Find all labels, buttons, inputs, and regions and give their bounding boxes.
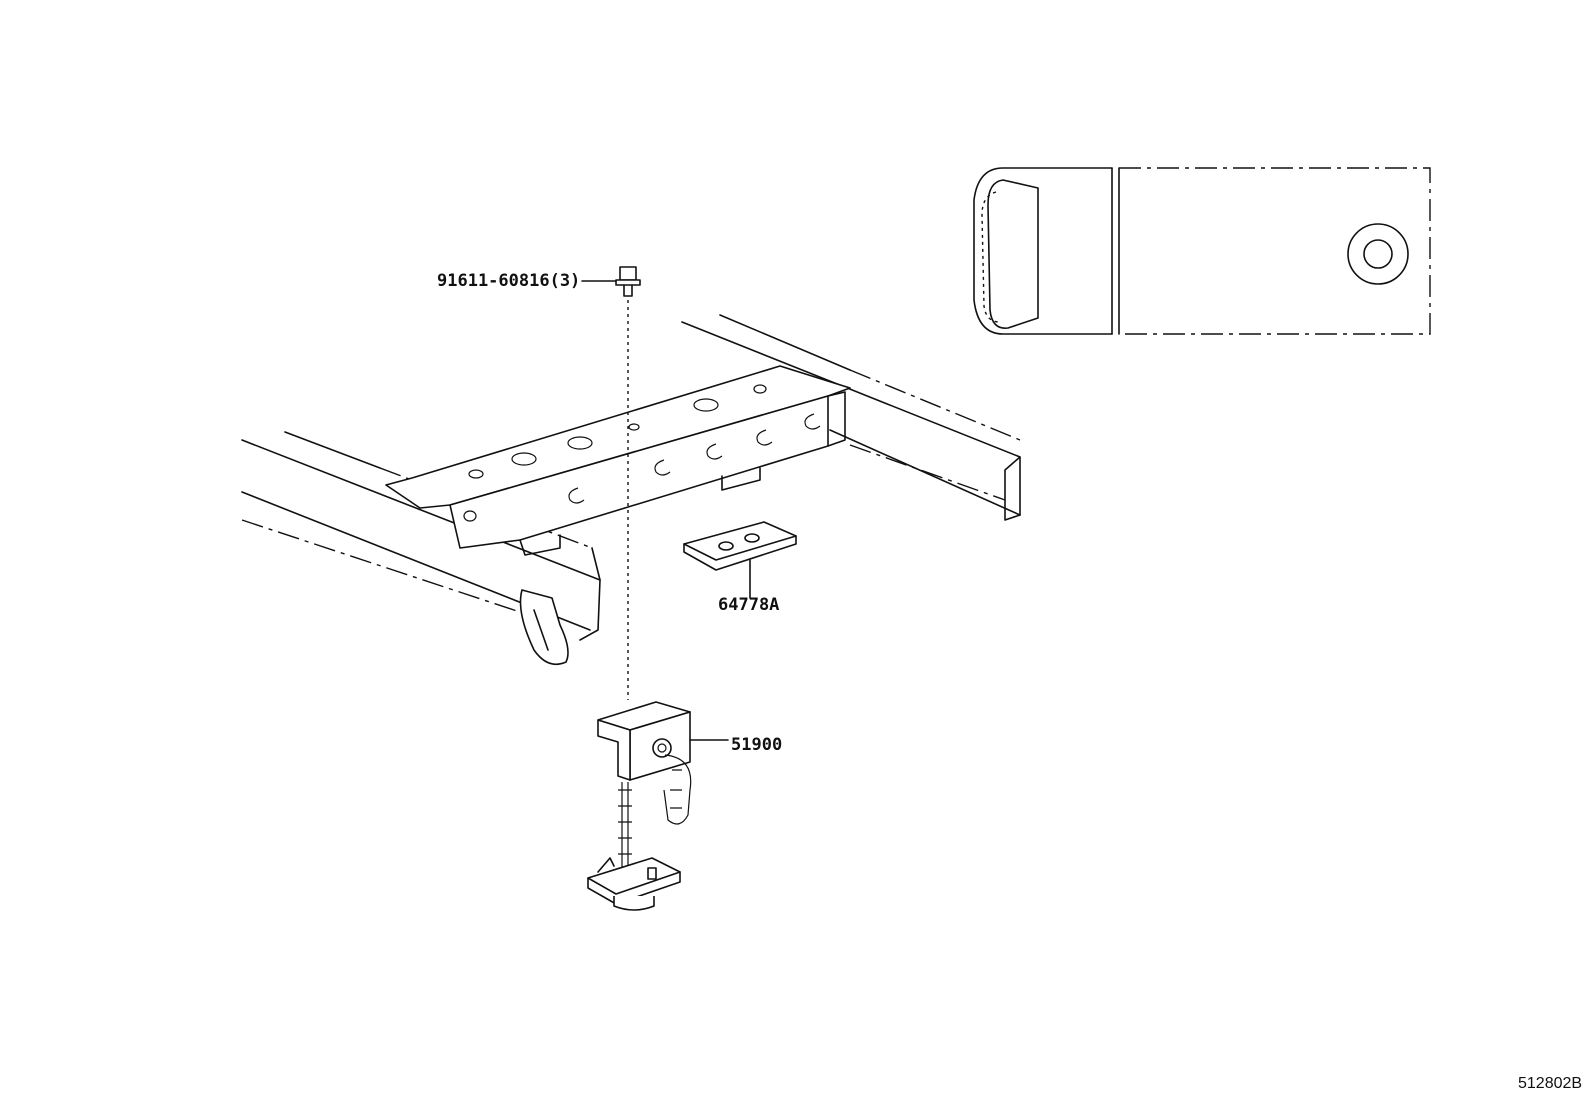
spare-tire-location-icon [1347,223,1409,285]
bolt-part-label: 91611-60816(3) [437,271,580,291]
vehicle-top-view [973,167,1431,335]
stopper-part-label: 64778A [718,595,779,615]
figure-id: 512802B [1518,1075,1582,1092]
frame-assembly [241,314,1021,666]
carrier-bracket [587,701,729,911]
bracket-part-label: 51900 [731,735,782,755]
stopper-part [683,521,797,599]
bolt-part [581,266,641,700]
